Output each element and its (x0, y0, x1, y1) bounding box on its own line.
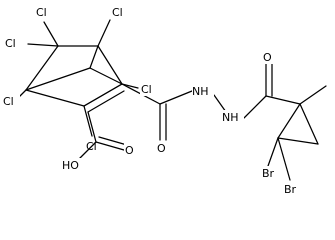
bond-n2-carbonyl (243, 95, 267, 119)
bond-c3-cl (121, 83, 139, 89)
bond-c4-c5 (97, 45, 123, 85)
bond-c7-c1 (25, 45, 59, 91)
bond-c4-c3back (89, 45, 99, 69)
molecule-structure: Cl Cl Cl Cl Cl Cl HO O O NH NH O Br Br (2, 5, 327, 196)
bond-c2-cooh (87, 111, 97, 143)
bond-cp-3-1 (299, 103, 319, 145)
substituent-bonds (15, 19, 327, 181)
atom-labels: Cl Cl Cl Cl Cl Cl HO O O NH NH O Br Br (2, 5, 302, 196)
bond-c7-cl-b (27, 43, 59, 47)
bromine-label: Br (284, 183, 297, 196)
chlorine-label: Cl (5, 37, 16, 50)
bicyclic-core (25, 45, 125, 113)
bond-c2-c3-double-a (83, 83, 123, 107)
bond-cooh-o-a (95, 141, 125, 151)
hydroxyl-label: HO (62, 159, 79, 172)
chlorine-label: Cl (112, 6, 123, 19)
chlorine-label: Cl (3, 95, 14, 108)
bond-c2-cl (83, 105, 93, 137)
bond-c1-c6 (25, 89, 85, 107)
bond-back (89, 67, 123, 85)
bond-c4-cl (97, 19, 111, 47)
bond-cp-2-3 (277, 137, 319, 145)
oxygen-label: O (125, 144, 134, 157)
bond-cp-br2 (277, 137, 291, 181)
bond-carbonyl-cp (265, 95, 301, 105)
bond-cooh-o-b (98, 136, 128, 146)
bond-n1-n2 (213, 94, 227, 113)
chlorine-label: Cl (36, 6, 47, 19)
bond-c1-c2back (25, 67, 91, 91)
bond-cp-br1 (267, 137, 279, 167)
bond-c7-cl-a (43, 21, 59, 47)
oxygen-label: O (157, 142, 166, 155)
bromine-label: Br (262, 167, 275, 180)
bond-cp-1-2 (277, 103, 301, 139)
chlorine-label: Cl (141, 83, 152, 96)
oxygen-label: O (263, 51, 272, 64)
nitrogen-label: NH (222, 111, 239, 124)
chlorine-label: Cl (86, 140, 97, 153)
bond-c2-c3-double-b (87, 90, 125, 113)
nitrogen-label: NH (192, 85, 209, 98)
bond-amide-n1 (159, 90, 193, 105)
bond-cp-methyl (299, 85, 327, 105)
